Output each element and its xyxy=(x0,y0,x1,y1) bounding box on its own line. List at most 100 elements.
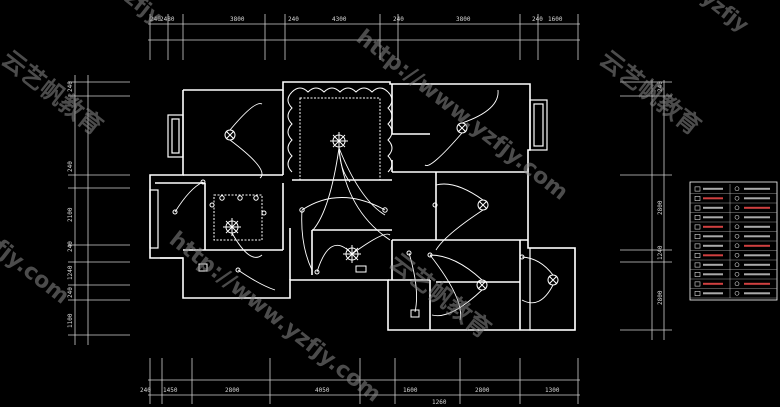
watermarks: http://www.yzfjy.com http://www.yzfjy.co… xyxy=(0,0,754,407)
legend-description xyxy=(744,292,770,295)
dim-top-9: 1600 xyxy=(548,16,563,23)
legend-description xyxy=(744,282,770,285)
legend-description xyxy=(744,263,770,266)
legend-symbol xyxy=(694,291,701,296)
legend-description xyxy=(703,282,723,285)
right-dimension-labels: 240 2800 1240 2800 xyxy=(657,81,664,305)
dim-bottom-7: 1300 xyxy=(545,387,560,394)
legend-description xyxy=(744,216,770,219)
dim-left-6: 240 xyxy=(67,287,74,298)
dim-bottom-1: 240 xyxy=(140,387,151,394)
legend-rows xyxy=(690,184,777,299)
legend-description xyxy=(703,206,723,209)
legend-symbol xyxy=(694,186,701,192)
bay-window-right xyxy=(529,99,548,151)
legend-symbol xyxy=(734,271,740,277)
legend-description xyxy=(744,244,770,247)
legend-description xyxy=(703,263,723,266)
legend-symbol xyxy=(734,262,740,268)
legend-description xyxy=(744,273,770,276)
legend-symbol xyxy=(694,243,701,249)
legend-symbol xyxy=(734,195,740,201)
dim-right-1: 240 xyxy=(657,81,664,92)
dim-left-5: 1240 xyxy=(67,265,74,280)
top-dimension-labels: 240 2480 3800 240 4300 240 3800 240 1600 xyxy=(150,16,563,23)
dim-right-2: 2800 xyxy=(657,200,664,215)
ceiling-lamp-balcony xyxy=(547,274,559,286)
legend-description xyxy=(703,235,723,238)
legend-symbol xyxy=(694,205,701,211)
light-fixtures xyxy=(172,122,559,318)
dim-left-4: 240 xyxy=(67,241,74,252)
legend-symbol xyxy=(734,233,740,239)
watermark-corner-left: fjy.com xyxy=(0,235,74,309)
watermark-url-top: http://www.yzfjy.com xyxy=(351,25,572,206)
dim-left-7: 1100 xyxy=(67,313,74,328)
dim-right-3: 1240 xyxy=(657,245,664,260)
legend-description xyxy=(744,235,770,238)
legend-description xyxy=(703,292,723,295)
legend-description xyxy=(744,254,770,257)
legend-description xyxy=(703,187,723,190)
watermark-domain-top-right: yzfjy xyxy=(697,0,754,37)
dimension-lines xyxy=(68,14,672,404)
legend-symbol xyxy=(694,224,701,230)
dim-top-4: 240 xyxy=(288,16,299,23)
dim-top-7: 3800 xyxy=(456,16,471,23)
legend-symbol xyxy=(694,262,701,268)
dim-top-2: 2480 xyxy=(160,16,175,23)
chandelier-living xyxy=(330,132,348,150)
downlights xyxy=(172,179,525,275)
watermark-brand-left: 云艺帆教育 xyxy=(0,45,108,141)
bay-windows xyxy=(149,99,576,331)
legend-symbol xyxy=(734,243,740,249)
legend-symbol xyxy=(734,186,740,192)
legend-description xyxy=(744,187,770,190)
dim-bottom-2: 1450 xyxy=(163,387,178,394)
dim-right-4: 2800 xyxy=(657,290,664,305)
dim-bottom-unit: 1260 xyxy=(432,399,447,406)
watermark-brand-right: 云艺帆教育 xyxy=(594,45,706,141)
legend-symbol xyxy=(694,253,701,258)
legend-symbol xyxy=(694,281,701,287)
dim-bottom-5: 1600 xyxy=(403,387,418,394)
legend-description xyxy=(744,197,770,200)
dim-left-2: 240 xyxy=(67,161,74,172)
legend-symbol xyxy=(694,215,701,220)
dim-bottom-6: 2800 xyxy=(475,387,490,394)
legend-symbol xyxy=(734,290,740,296)
legend-symbol xyxy=(734,214,740,220)
watermark-domain-top: yzfjy xyxy=(110,0,167,29)
dim-top-3: 3800 xyxy=(230,16,245,23)
legend-symbol xyxy=(694,196,701,201)
legend-symbol xyxy=(734,224,740,230)
dim-top-5: 4300 xyxy=(332,16,347,23)
legend-symbol xyxy=(734,252,740,258)
balcony-right xyxy=(529,247,576,331)
left-dimension-labels: 240 240 2100 240 1240 240 1100 xyxy=(67,81,74,328)
legend-symbol xyxy=(734,205,740,211)
dim-top-6: 240 xyxy=(393,16,404,23)
ceiling-lamp-room3 xyxy=(477,199,489,211)
legend-description xyxy=(744,206,770,209)
legend-table xyxy=(689,181,778,301)
legend-description xyxy=(703,244,723,247)
bottom-dimension-labels: 240 1450 2800 4050 1600 2800 1300 1260 xyxy=(140,387,560,406)
legend-description xyxy=(703,225,723,228)
dim-left-1: 240 xyxy=(67,81,74,92)
ceiling-feature xyxy=(213,87,393,241)
dim-bottom-3: 2800 xyxy=(225,387,240,394)
legend-symbol xyxy=(694,234,701,239)
legend-symbol xyxy=(734,281,740,287)
dim-left-3: 2100 xyxy=(67,207,74,222)
legend-description xyxy=(703,254,723,257)
wiring-arcs xyxy=(174,89,554,321)
legend-symbol xyxy=(694,272,701,277)
bay-window-left xyxy=(167,114,184,158)
legend-description xyxy=(703,216,723,219)
legend-description xyxy=(703,273,723,276)
legend-description xyxy=(703,197,723,200)
dim-bottom-4: 4050 xyxy=(315,387,330,394)
dim-top-1: 240 xyxy=(150,16,161,23)
